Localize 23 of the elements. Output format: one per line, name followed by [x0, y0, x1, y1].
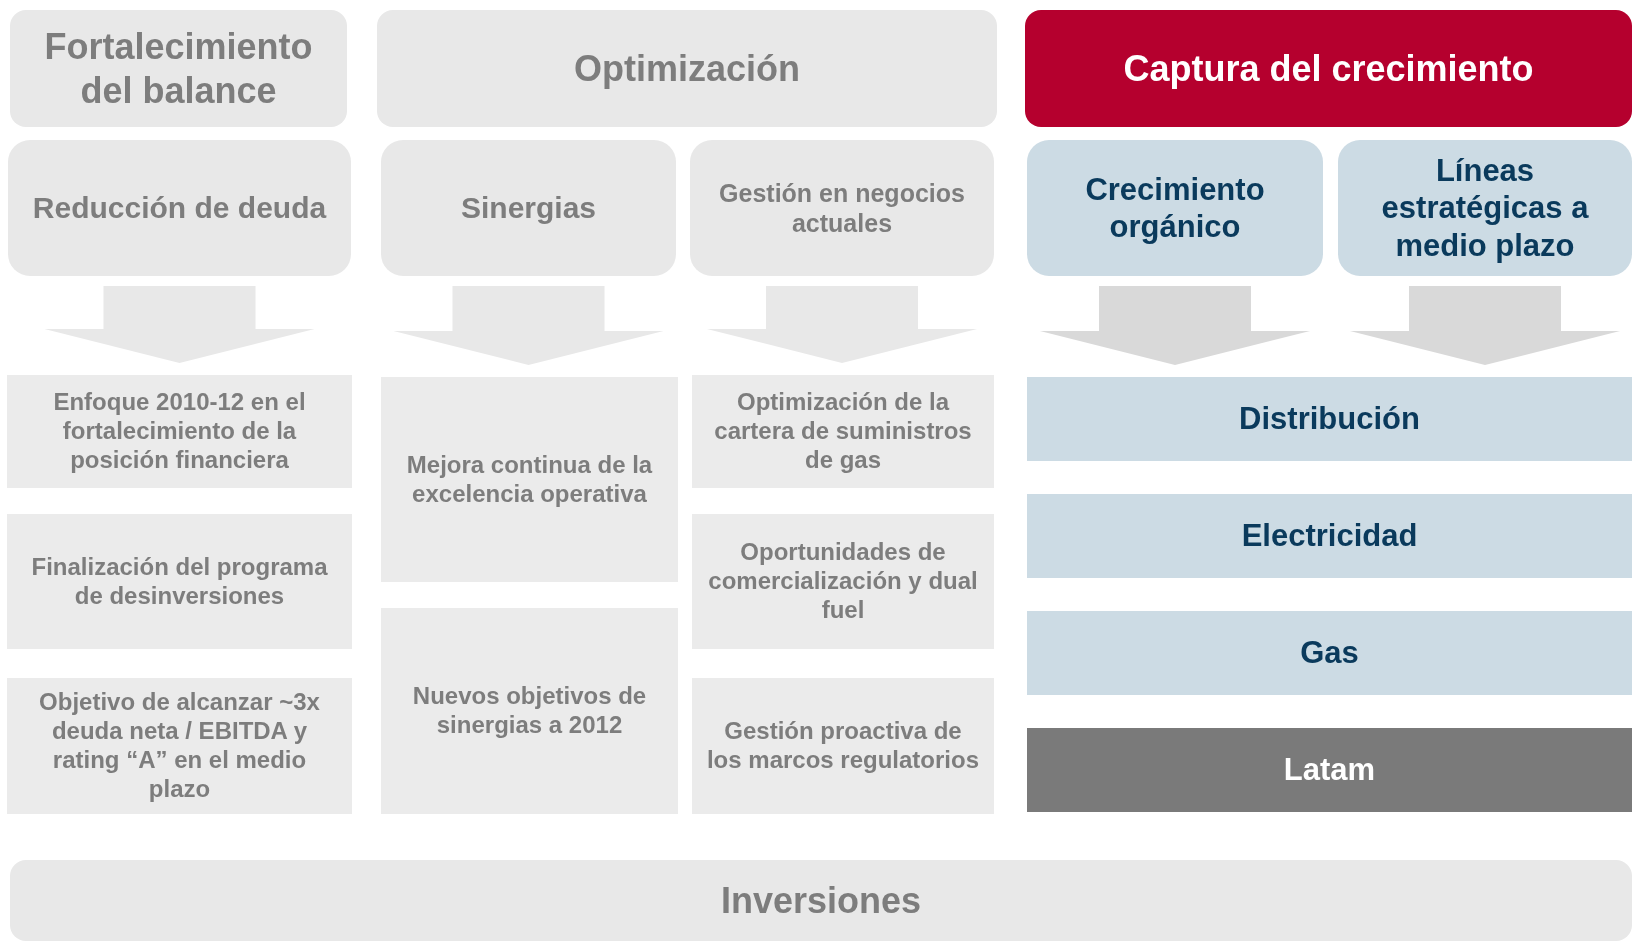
item-box: Enfoque 2010-12 en el fortalecimiento de la posición financiera: [7, 375, 352, 488]
item-box: Objetivo de alcanzar ~3x deuda neta / EBITDA y rating “A” en el medio plazo: [7, 678, 352, 814]
topic-box: Gestión en negocios actuales: [690, 140, 994, 276]
segment-band: Distribución: [1027, 377, 1632, 461]
block-arrow: [1040, 286, 1310, 365]
item-box: Finalización del programa de desinversiones: [7, 514, 352, 649]
heading-box: Fortalecimiento del balance: [10, 10, 347, 127]
heading-box: Optimización: [377, 10, 997, 127]
topic-box: Líneas estratégicas a medio plazo: [1338, 140, 1632, 276]
topic-box: Reducción de deuda: [8, 140, 351, 276]
item-box: Mejora continua de la excelencia operativa: [381, 377, 678, 582]
segment-band: Electricidad: [1027, 494, 1632, 578]
topic-box: Sinergias: [381, 140, 676, 276]
item-box: Oportunidades de comercialización y dual fuel: [692, 514, 994, 649]
heading-box: Inversiones: [10, 860, 1632, 941]
item-box: Optimización de la cartera de suministros de gas: [692, 375, 994, 488]
topic-box: Crecimiento orgánico: [1027, 140, 1323, 276]
segment-band: Latam: [1027, 728, 1632, 812]
item-box: Nuevos objetivos de sinergias a 2012: [381, 608, 678, 814]
segment-band: Gas: [1027, 611, 1632, 695]
block-arrow: [1350, 286, 1620, 365]
heading-box: Captura del crecimiento: [1025, 10, 1632, 127]
item-box: Gestión proactiva de los marcos regulatorios: [692, 678, 994, 814]
